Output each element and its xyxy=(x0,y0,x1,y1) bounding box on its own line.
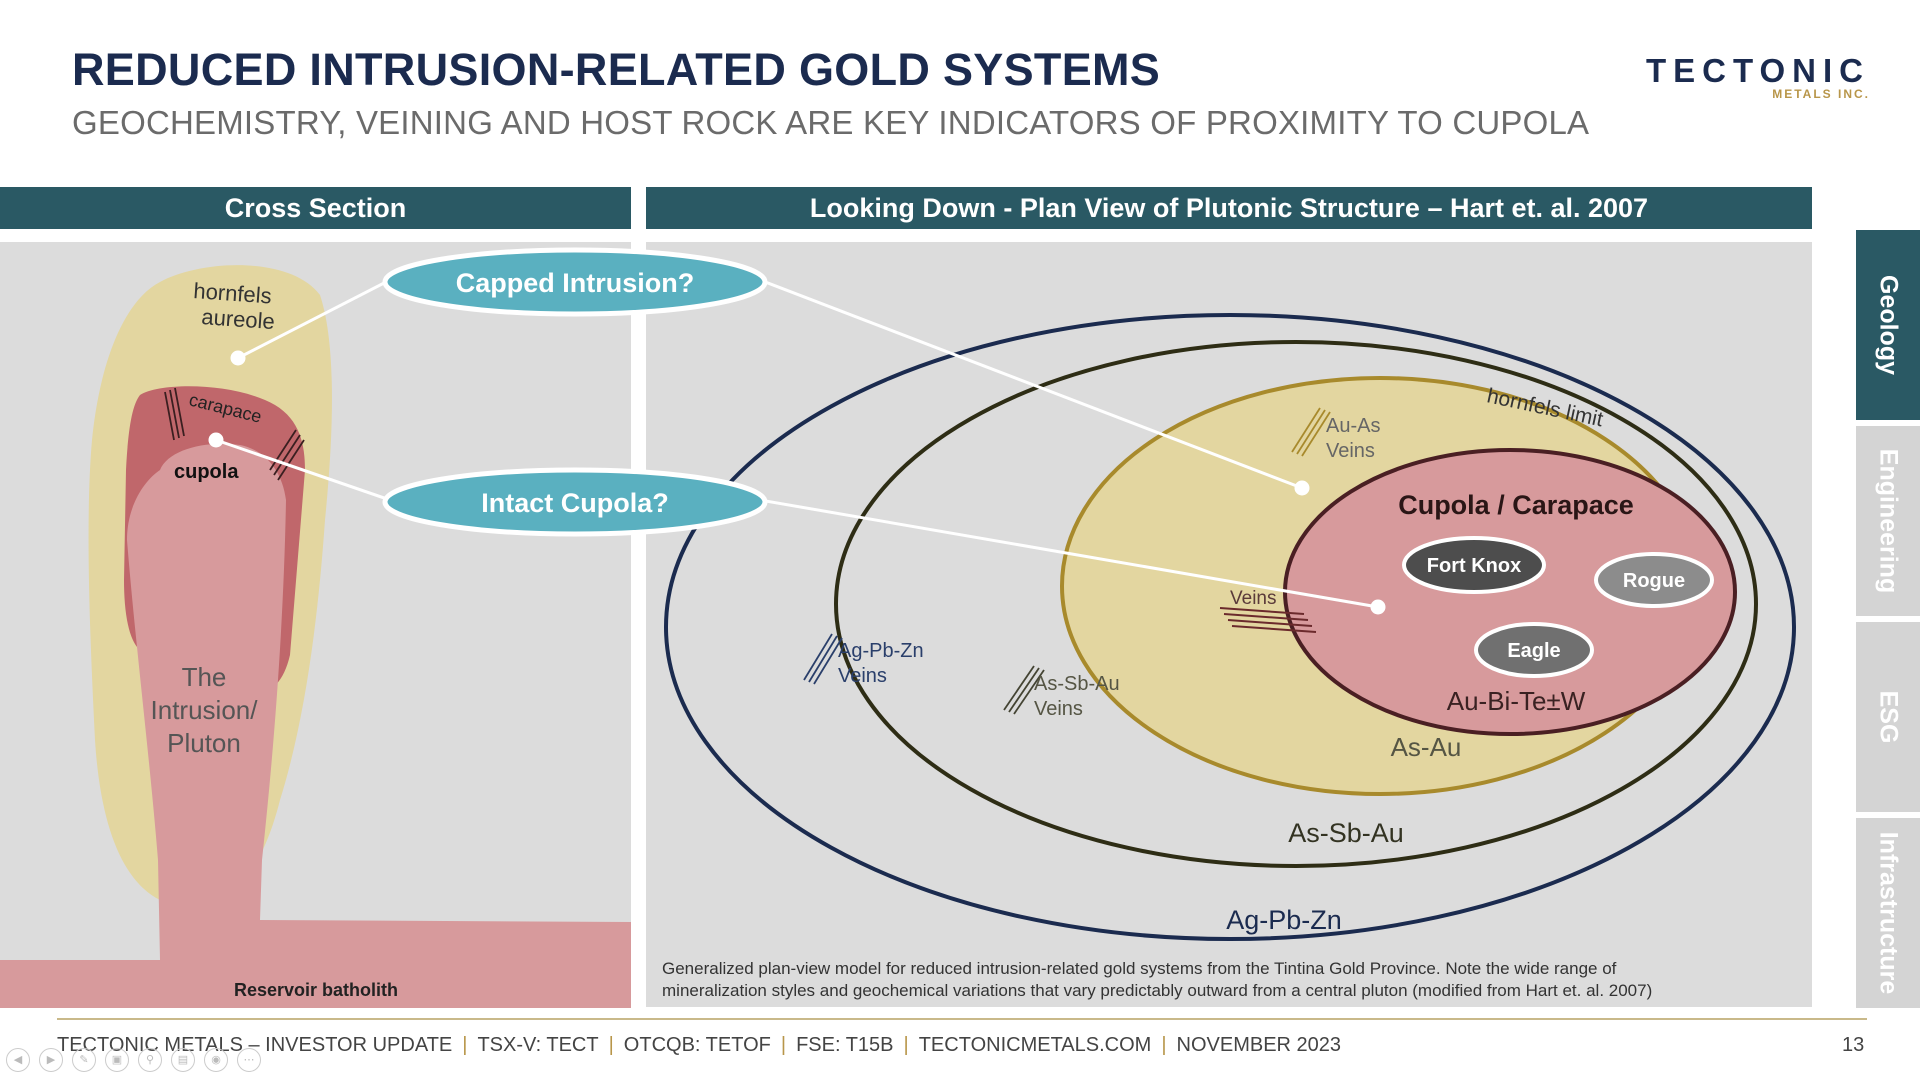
veins-label: Veins xyxy=(1230,588,1276,609)
as-sb-au-veins-label-1: As-Sb-Au xyxy=(1034,673,1120,695)
footer-otc: OTCQB: TETOF xyxy=(623,1034,771,1056)
intrusion-label-1: The xyxy=(182,662,227,692)
callout-connectors xyxy=(208,278,1386,615)
side-tab-infrastructure[interactable]: Infrastructure xyxy=(1856,818,1920,1008)
ag-pb-zn-veins-label-1: Ag-Pb-Zn xyxy=(838,640,924,662)
side-tab-geology[interactable]: Geology xyxy=(1856,230,1920,420)
aureole-label: aureole xyxy=(201,304,276,334)
capped-intrusion-label: Capped Intrusion? xyxy=(456,268,695,298)
eagle-deposit: Eagle xyxy=(1474,622,1594,678)
ag-pb-zn-zone-label: Ag-Pb-Zn xyxy=(1226,905,1342,935)
reservoir-batholith-label: Reservoir batholith xyxy=(234,980,398,1000)
au-bi-te-w-label: Au-Bi-Te±W xyxy=(1447,686,1586,716)
side-tab-esg[interactable]: ESG xyxy=(1856,622,1920,812)
logo-wordmark: TECTONIC xyxy=(1645,52,1870,89)
slideshow-toolbar: ◀ ▶ ✎ ▣ ⚲ ▤ ◉ ⋯ xyxy=(6,1048,270,1072)
ag-pb-zn-veins-hatch xyxy=(803,633,843,685)
au-as-veins-hatch xyxy=(1291,407,1331,457)
plan-view-header: Looking Down - Plan View of Plutonic Str… xyxy=(646,187,1812,229)
ring-ag-pb-zn xyxy=(664,313,1796,941)
more-icon[interactable]: ⋯ xyxy=(237,1048,261,1072)
as-au-label: As-Au xyxy=(1391,732,1462,762)
cross-section-header: Cross Section xyxy=(0,187,631,229)
cross-section-diagram: hornfels aureole carapace cupola The Int… xyxy=(0,265,631,1008)
prev-slide-icon[interactable]: ◀ xyxy=(6,1048,30,1072)
next-slide-icon[interactable]: ▶ xyxy=(39,1048,63,1072)
ring-as-sb-au xyxy=(834,340,1758,868)
fort-knox-deposit: Fort Knox xyxy=(1402,536,1546,594)
hornfels-label: hornfels xyxy=(193,278,273,308)
caption-line-1: Generalized plan-view model for reduced … xyxy=(662,959,1617,978)
logo-tagline: METALS INC. xyxy=(1772,87,1870,101)
fort-knox-label: Fort Knox xyxy=(1427,555,1521,577)
carapace-hatch-right xyxy=(269,429,305,481)
as-sb-au-veins-label-2: Veins xyxy=(1034,698,1083,720)
intrusion-shape xyxy=(0,443,631,1008)
plan-view-diagram: hornfels limit Au-As Veins Cupola / Cara… xyxy=(662,313,1796,1000)
page-subtitle: GEOCHEMISTRY, VEINING AND HOST ROCK ARE … xyxy=(72,104,1590,141)
capped-intrusion-callout: Capped Intrusion? xyxy=(382,247,768,317)
veins-hatch xyxy=(1219,607,1317,633)
side-tab-engineering[interactable]: Engineering xyxy=(1856,426,1920,616)
footer-tsx: TSX-V: TECT xyxy=(477,1034,599,1056)
footer-web: TECTONICMETALS.COM xyxy=(918,1034,1152,1056)
zoom-icon[interactable]: ⚲ xyxy=(138,1048,162,1072)
page-title: REDUCED INTRUSION-RELATED GOLD SYSTEMS xyxy=(72,44,1161,95)
au-as-veins-label: Veins xyxy=(1326,440,1375,462)
caption-line-2: mineralization styles and geochemical va… xyxy=(662,981,1652,1000)
au-as-label: Au-As xyxy=(1326,415,1380,437)
ag-pb-zn-veins-label-2: Veins xyxy=(838,665,887,687)
carapace-hatch-left xyxy=(164,387,185,441)
pen-icon[interactable]: ✎ xyxy=(72,1048,96,1072)
footer-fse: FSE: T15B xyxy=(796,1034,894,1056)
rogue-label: Rogue xyxy=(1623,570,1685,592)
intrusion-label-3: Pluton xyxy=(167,728,241,758)
panel-divider xyxy=(631,187,646,1008)
intact-cupola-callout: Intact Cupola? xyxy=(382,467,768,537)
subtitles-icon[interactable]: ▤ xyxy=(171,1048,195,1072)
as-sb-au-veins-hatch xyxy=(1003,665,1045,715)
eagle-label: Eagle xyxy=(1507,640,1560,662)
footer-date: NOVEMBER 2023 xyxy=(1176,1034,1342,1056)
camera-icon[interactable]: ◉ xyxy=(204,1048,228,1072)
intact-cupola-label: Intact Cupola? xyxy=(481,488,669,518)
cupola-carapace-label: Cupola / Carapace xyxy=(1398,490,1634,520)
cupola-label: cupola xyxy=(174,461,239,483)
footer-rule xyxy=(57,1018,1867,1020)
tectonic-logo: TECTONIC METALS INC. xyxy=(1640,52,1870,102)
footer: TECTONIC METALS – INVESTOR UPDATE|TSX-V:… xyxy=(57,1034,1342,1056)
rogue-deposit: Rogue xyxy=(1594,552,1714,608)
page-number: 13 xyxy=(1842,1034,1865,1056)
as-sb-au-zone-label: As-Sb-Au xyxy=(1288,818,1404,848)
intrusion-label-2: Intrusion/ xyxy=(151,695,259,725)
slides-icon[interactable]: ▣ xyxy=(105,1048,129,1072)
